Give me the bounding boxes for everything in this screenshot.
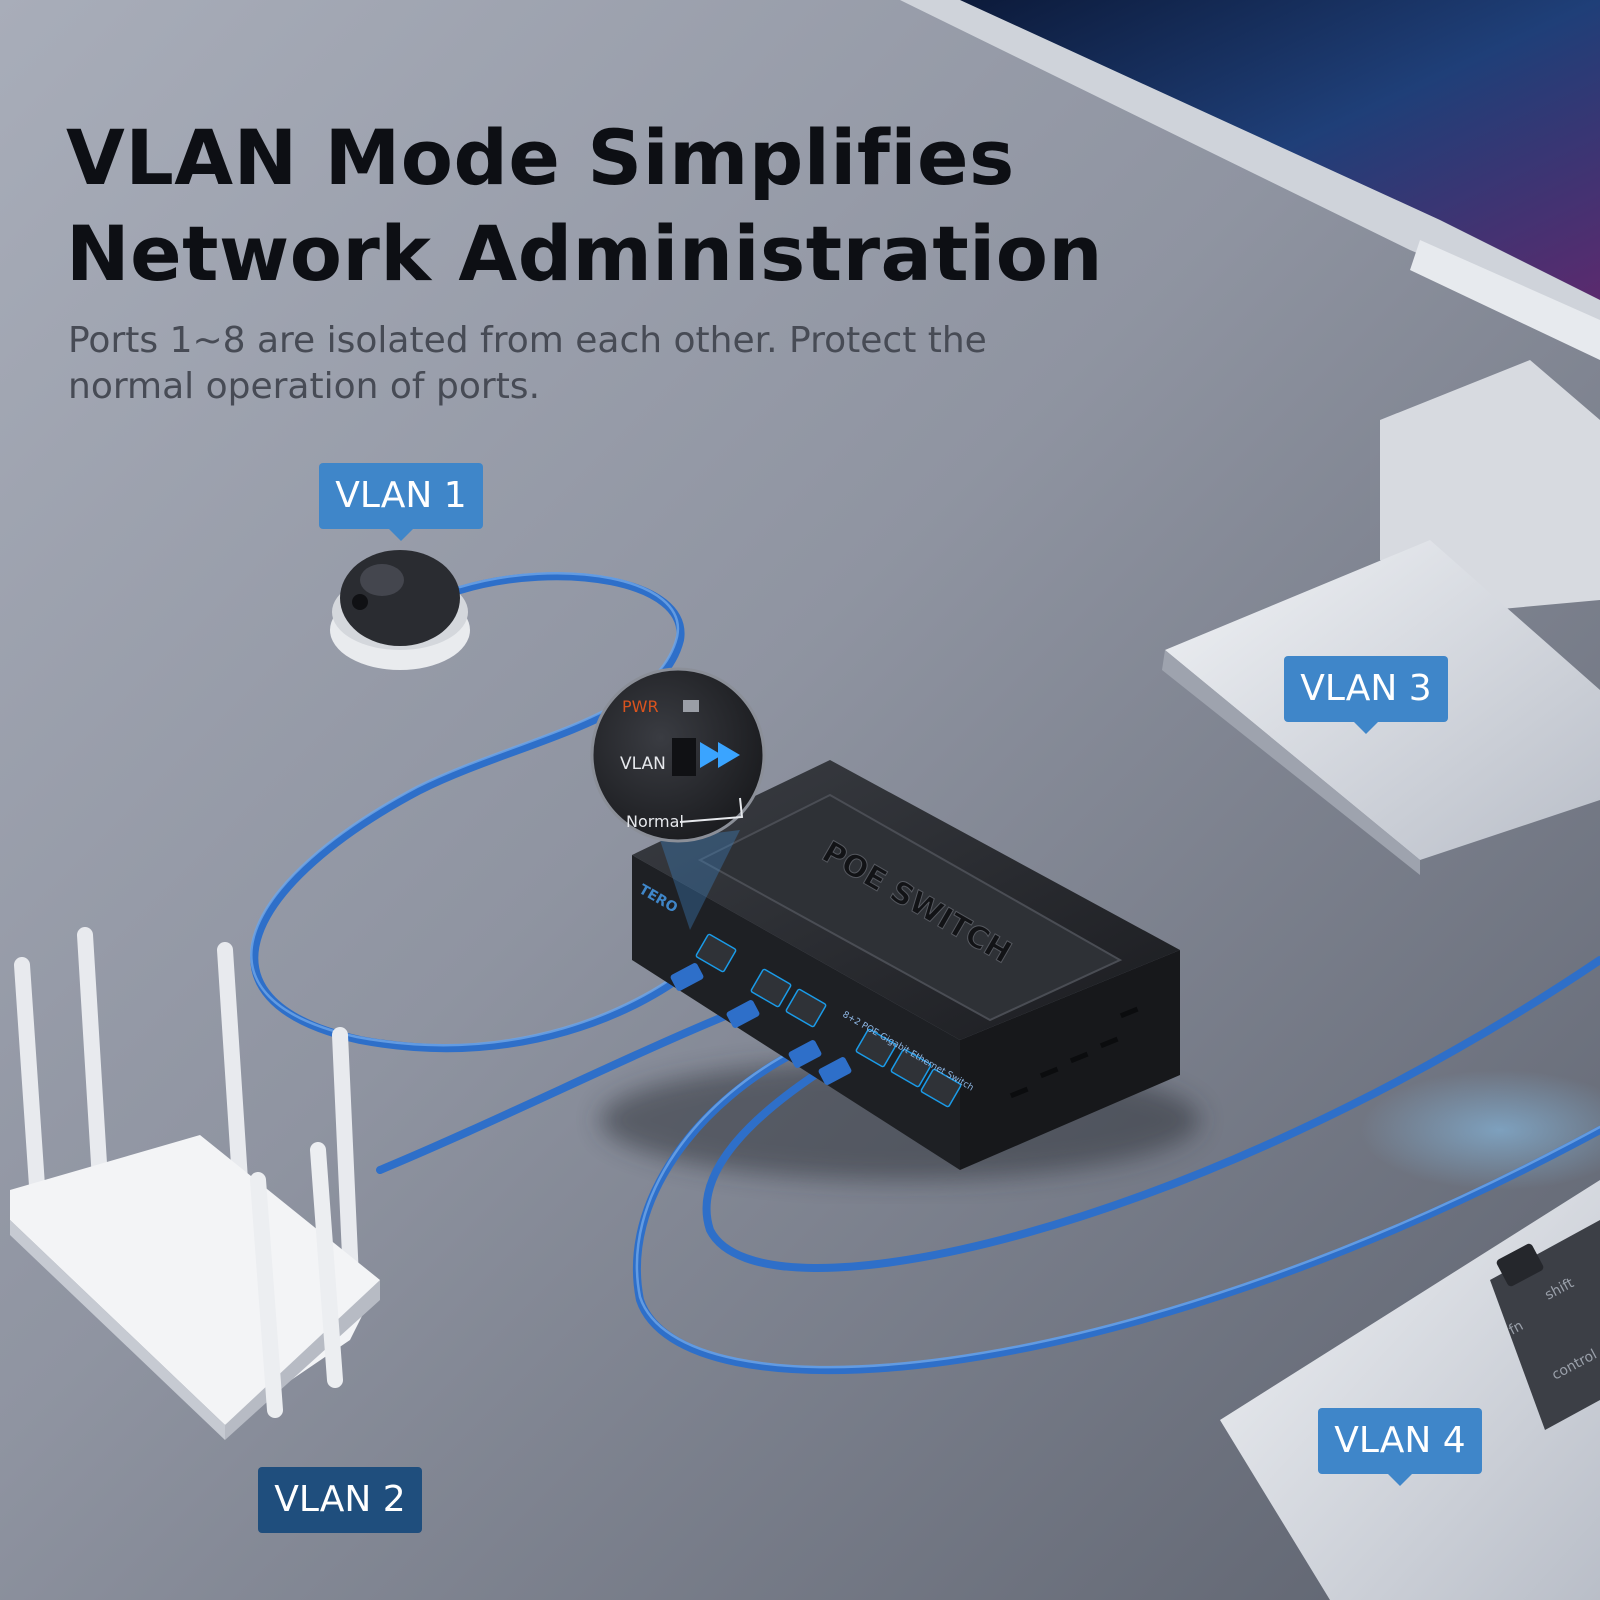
laptop: shift fn control bbox=[1220, 1180, 1600, 1600]
monitor bbox=[900, 0, 1600, 875]
vlan-3-tag: VLAN 3 bbox=[1284, 656, 1448, 734]
headline: VLAN Mode Simplifies Network Administrat… bbox=[66, 110, 1166, 302]
pwr-label: PWR bbox=[622, 697, 659, 716]
dome-camera bbox=[330, 550, 470, 670]
subheadline-line-1: Ports 1~8 are isolated from each other. … bbox=[68, 320, 987, 361]
vlan-mode-label: VLAN bbox=[620, 754, 666, 774]
vlan-2-tag: VLAN 2 bbox=[258, 1467, 422, 1533]
mode-switch-zoom: PWR VLAN Normal bbox=[590, 667, 766, 930]
subheadline-line-2: normal operation of ports. bbox=[68, 366, 541, 407]
poe-switch: POE SWITCH TERO 8+2 POE Gigabit Ethernet… bbox=[632, 760, 1180, 1170]
subheadline: Ports 1~8 are isolated from each other. … bbox=[68, 318, 1068, 410]
router bbox=[10, 927, 380, 1440]
normal-mode-label: Normal bbox=[626, 812, 684, 831]
vlan-1-tag: VLAN 1 bbox=[319, 463, 483, 541]
headline-line-1: VLAN Mode Simplifies bbox=[66, 113, 1015, 202]
vlan-4-tag: VLAN 4 bbox=[1318, 1408, 1482, 1486]
key-fn: fn bbox=[1506, 1318, 1526, 1339]
headline-line-2: Network Administration bbox=[66, 209, 1104, 298]
ethernet-cables bbox=[250, 572, 1600, 1375]
